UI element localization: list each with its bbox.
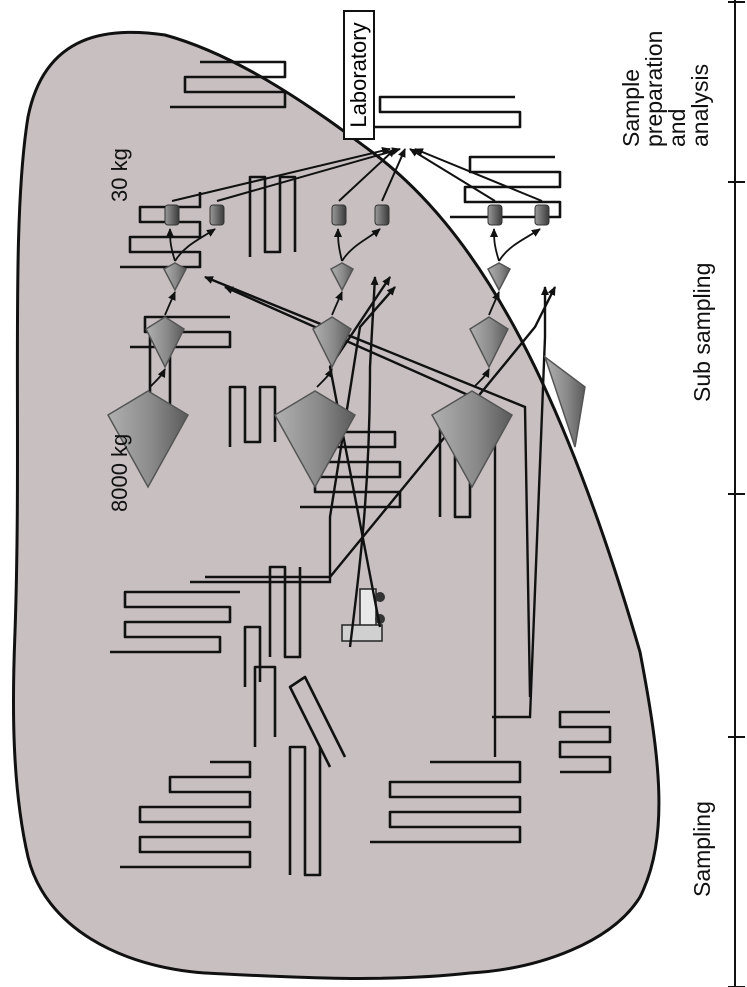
laboratory-box: Laboratory: [343, 10, 375, 140]
subsampling-arrows: [149, 228, 541, 388]
final-mass-label: 30 kg: [107, 148, 132, 202]
analysis-line-3: and: [664, 108, 690, 147]
phase-subsampling-label: Sub sampling: [689, 262, 715, 402]
laboratory-label: Laboratory: [346, 22, 371, 128]
analysis-line-4: analysis: [687, 63, 713, 147]
stream-1: [106, 204, 586, 489]
stream-2: [273, 204, 390, 489]
analysis-line-2: preparation: [641, 30, 667, 147]
stream-3: [430, 204, 550, 489]
lab-arrows: [171, 146, 543, 202]
analysis-line-1: Sample: [618, 69, 644, 147]
phase-sampling-label: Sampling: [689, 801, 715, 897]
phase-analysis-label: Sample preparation and analysis: [618, 30, 713, 147]
primary-mass-label: 8000 kg: [107, 433, 132, 512]
